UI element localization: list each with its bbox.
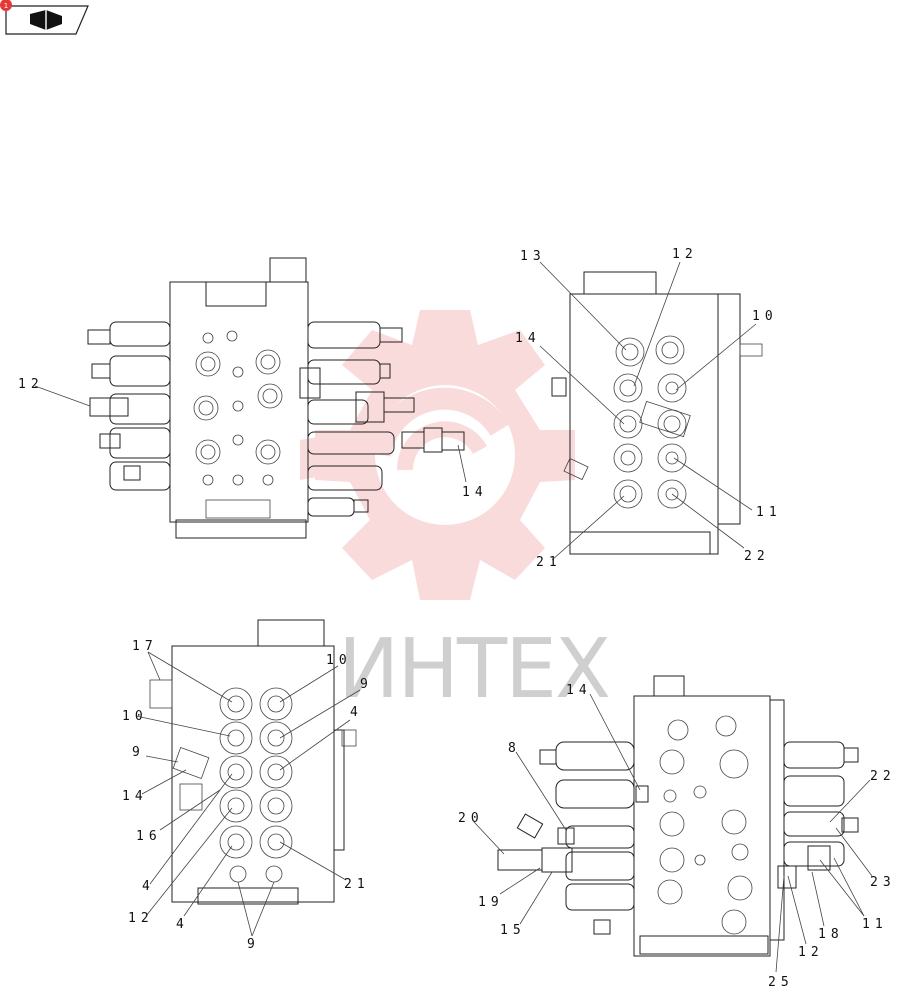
- corner-badge-label: 1: [4, 2, 8, 10]
- callout-label: 22: [870, 769, 896, 784]
- callout-label: 15: [500, 923, 526, 938]
- view-top-right: 13 12 10 14 11 22 21: [515, 247, 782, 570]
- callout-label: 20: [458, 811, 484, 826]
- callout-label: 9: [132, 745, 145, 760]
- callout-label: 8: [508, 741, 521, 756]
- callout-label: 22: [744, 549, 770, 564]
- callout-label: 11: [756, 505, 782, 520]
- callout-label: 13: [520, 249, 546, 264]
- callout-label: 4: [142, 879, 155, 894]
- callout-label: 21: [536, 555, 562, 570]
- callout-label: 11: [862, 917, 888, 932]
- callout-label: 9: [360, 677, 373, 692]
- view-bottom-right: 14 8 20 19 15 22 23 11 18 12 25: [458, 675, 896, 990]
- callout-label: 14: [566, 683, 592, 698]
- callout-label: 12: [672, 247, 698, 262]
- callout-label: 14: [462, 485, 488, 500]
- callout-label: 10: [122, 709, 148, 724]
- view-top-left: 12 14: [18, 257, 488, 539]
- callout-label: 12: [798, 945, 824, 960]
- callout-label: 10: [752, 309, 778, 324]
- callout-label: 14: [122, 789, 148, 804]
- callout-label: 4: [350, 705, 363, 720]
- callout-label: 19: [478, 895, 504, 910]
- book-icon: [30, 10, 62, 30]
- callout-label: 21: [344, 877, 370, 892]
- view-bottom-left: 17 10 9 4 10 9 14 16 4 12 4 21 9: [122, 619, 373, 952]
- watermark-logo: [300, 310, 575, 600]
- callout-label: 14: [515, 331, 541, 346]
- callout-label: 4: [176, 917, 189, 932]
- callout-label: 10: [326, 653, 352, 668]
- callout-label: 18: [818, 927, 844, 942]
- corner-badge: [0, 0, 12, 11]
- watermark-text: ИНТЕХ: [338, 622, 609, 717]
- callout-label: 12: [128, 911, 154, 926]
- callout-label: 17: [132, 639, 158, 654]
- callout-label: 9: [247, 937, 260, 952]
- callout-label: 23: [870, 875, 896, 890]
- callout-label: 16: [136, 829, 162, 844]
- callout-label: 12: [18, 377, 44, 392]
- manual-tag[interactable]: 1: [0, 0, 92, 36]
- callout-label: 25: [768, 975, 794, 990]
